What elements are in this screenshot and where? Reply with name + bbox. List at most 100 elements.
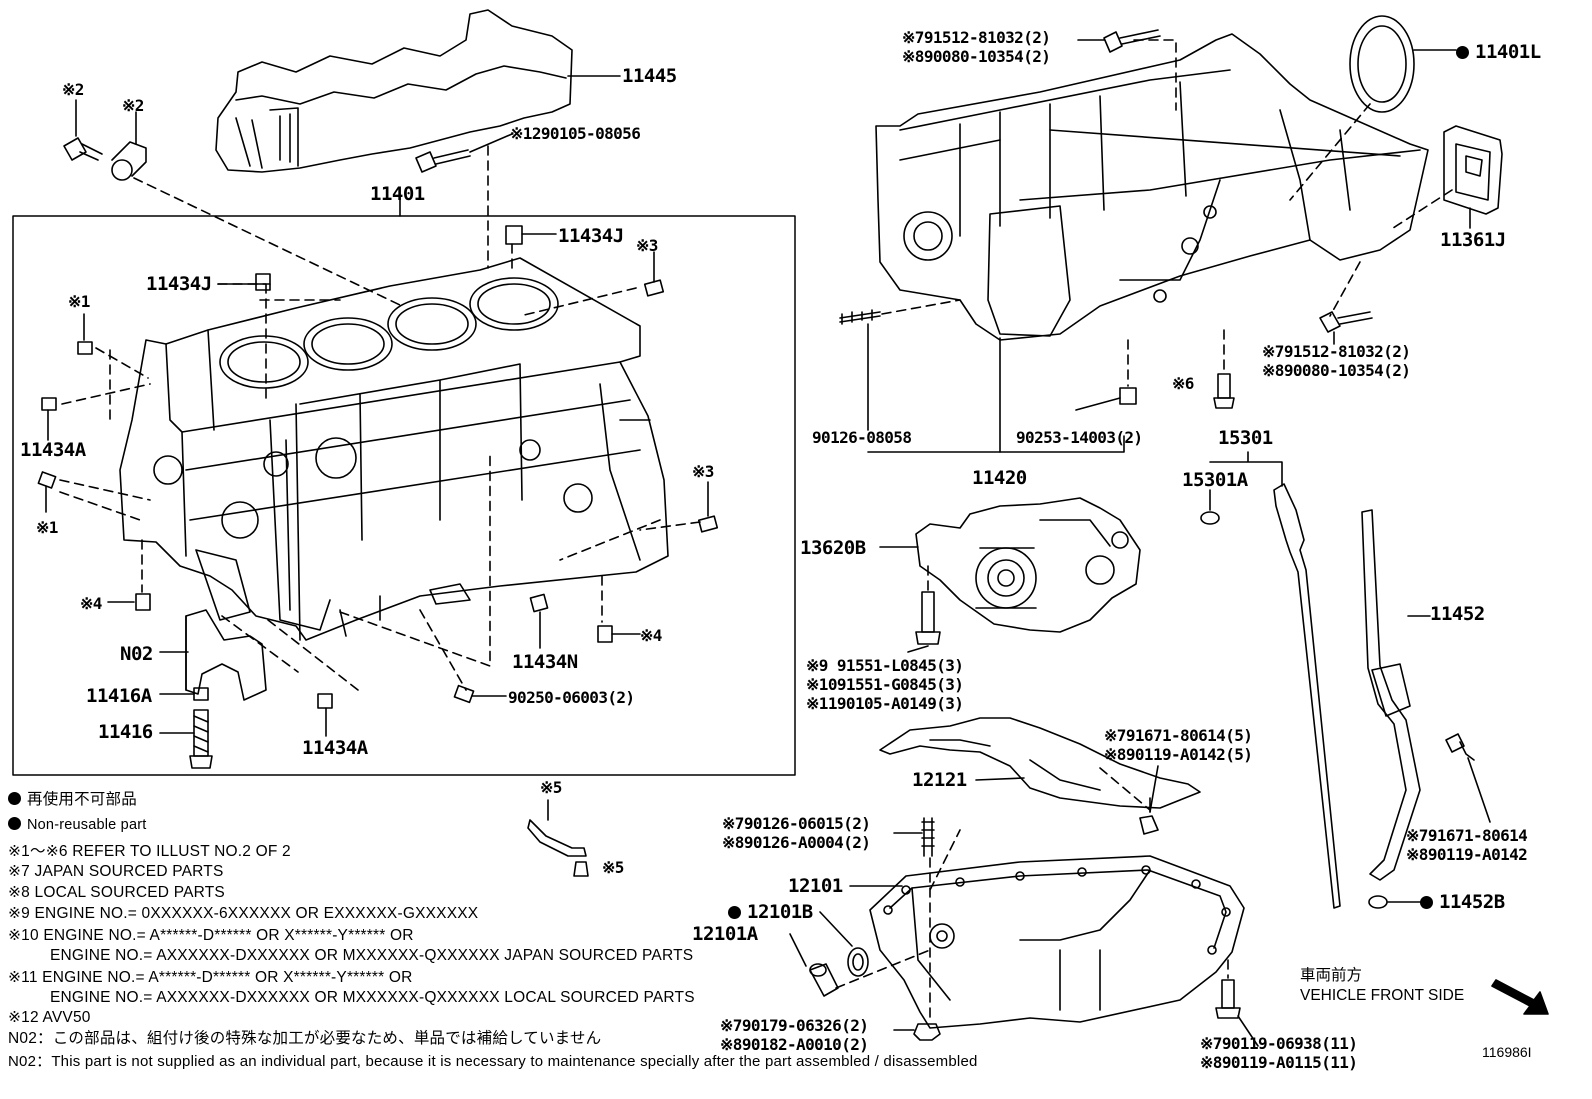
label-90126-06015: ※790126-06015(2) [722,814,871,833]
label-90253-14003: 90253-14003(2) [1016,428,1143,447]
label-ref3-a: ※3 [636,236,658,255]
oil-pan-upper-11420 [875,33,1429,341]
label-90119-06938: ※790119-06938(11) [1200,1034,1358,1053]
oil-seal-11401L [1349,15,1415,113]
label-13620B: 13620B [800,537,866,559]
cylinder-block-group-box [12,215,796,776]
gasket-12101B [847,947,869,977]
label-91671-80614-right: ※791671-80614 [1406,826,1528,845]
label-90126-A0004: ※890126-A0004(2) [722,833,871,852]
label-90105-08056: ※1290105-08056 [510,124,641,143]
bolt-ref6 [1213,373,1235,409]
note-ref10-b: ENGINE NO.= AXXXXXX-DXXXXXX OR MXXXXXX-Q… [50,947,694,964]
label-ref4-b: ※4 [640,626,662,645]
legend-dot [8,817,21,830]
label-12101B: 12101B [728,902,813,922]
bolt-ref2 [63,99,103,161]
plate-11361J [1443,125,1503,215]
label-11452B: 11452B [1420,892,1505,912]
label-11420: 11420 [972,467,1027,489]
label-11434J-a: 11434J [558,225,624,247]
label-90080-10354-mid: ※890080-10354(2) [1262,361,1411,380]
nonreusable-dot [1420,896,1433,909]
label-91671-80614-baffle: ※791671-80614(5) [1104,726,1253,745]
label-12101: 12101 [788,875,843,897]
oil-pump-13620B [915,497,1141,633]
note-ref11-b: ENGINE NO.= AXXXXXX-DXXXXXX OR MXXXXXX-Q… [50,989,695,1006]
bearing-cap-N02 [185,609,267,701]
note-ref9: ※9 ENGINE NO.= 0XXXXXX-6XXXXXX OR EXXXXX… [8,905,479,922]
label-91512-81032-top: ※791512-81032(2) [902,28,1051,47]
bolt-91551 [915,591,941,645]
label-15301: 15301 [1218,427,1273,449]
oil-pan-12101 [869,855,1245,1029]
label-11401L: 11401L [1456,42,1541,62]
label-ref4-a: ※4 [80,594,102,613]
label-90119-A0142-baffle: ※890119-A0142(5) [1104,745,1253,764]
label-11434A-a: 11434A [20,439,86,461]
bolt-90119-06938 [1215,979,1241,1019]
vehicle-front-arrow [1491,979,1549,1015]
label-ref5-a: ※5 [540,778,562,797]
label-90126-08058: 90126-08058 [812,428,912,447]
label-90105-A0149: ※1190105-A0149(3) [806,694,964,713]
label-90250-06003: 90250-06003(2) [508,688,635,707]
insulator-11445 [215,9,573,173]
vehicle-front-jp: 車両前方 [1300,967,1363,984]
label-90119-A0142-right: ※890119-A0142 [1406,845,1528,864]
note-ref11-a: ※11 ENGINE NO.= A******-D****** OR X****… [8,969,413,986]
label-11401: 11401 [370,183,425,205]
note-ref10-a: ※10 ENGINE NO.= A******-D****** OR X****… [8,927,414,944]
label-11416A: 11416A [86,685,152,707]
label-11434J-b: 11434J [146,273,212,295]
dipstick-guide-11452 [1361,509,1421,881]
label-90179-06326: ※790179-06326(2) [720,1016,869,1035]
label-90119-A0115: ※890119-A0115(11) [1200,1053,1358,1072]
dipstick-15301 [1273,483,1341,909]
legend-nonreusable-jp: 再使用不可部品 [8,790,137,810]
bolt-91512-mid [1319,311,1373,333]
label-11416: 11416 [98,721,153,743]
label-ref1-b: ※1 [36,518,58,537]
nut-90179 [913,1023,941,1041]
stud-90126-08058 [839,309,881,325]
clip-ref5 [527,799,589,877]
cylinder-block-11401 [119,257,669,641]
note-ref8: ※8 LOCAL SOURCED PARTS [8,884,225,901]
label-ref3-b: ※3 [692,462,714,481]
bolt-11416 [189,709,213,769]
note-N02-en: N02：This part is not supplied as an indi… [8,1053,978,1070]
label-91551-G0845: ※1091551-G0845(3) [806,675,964,694]
legend-dot [8,792,21,805]
dowel-pins [37,225,719,709]
note-ref12: ※12 AVV50 [8,1009,91,1026]
label-11452: 11452 [1430,603,1485,625]
drain-plug-12101A [809,963,839,997]
note-N02-jp: N02：この部品は、組付け後の特殊な加工が必要なため、単品では補給していません [8,1030,602,1047]
label-11361J: 11361J [1440,229,1506,251]
bolt-91512-top [1103,29,1161,53]
legend-nonreusable-en: Non-reusable part [8,815,146,835]
bolt-90105-08056 [415,149,471,173]
label-ref2-a: ※2 [62,80,84,99]
label-ref5-b: ※5 [602,858,624,877]
label-N02: N02 [120,643,153,665]
label-90182-A0010: ※890182-A0010(2) [720,1035,869,1054]
bolt-91671-baffle [1139,797,1159,835]
baffle-plate-12121 [879,717,1201,809]
note-ref7: ※7 JAPAN SOURCED PARTS [8,863,224,880]
label-91551-L0845: ※9 91551-L0845(3) [806,656,964,675]
label-ref2-b: ※2 [122,96,144,115]
vehicle-front-en: VEHICLE FRONT SIDE [1300,987,1465,1004]
nonreusable-dot [728,906,741,919]
label-11434A-b: 11434A [302,737,368,759]
label-ref1-a: ※1 [68,292,90,311]
label-12101A: 12101A [692,923,758,945]
label-12121: 12121 [912,769,967,791]
label-11445: 11445 [622,65,677,87]
fitting-ref2 [111,111,147,181]
label-91512-81032-mid: ※791512-81032(2) [1262,342,1411,361]
note-ref1-6: ※1～※6 REFER TO ILLUST NO.2 OF 2 [8,843,291,860]
